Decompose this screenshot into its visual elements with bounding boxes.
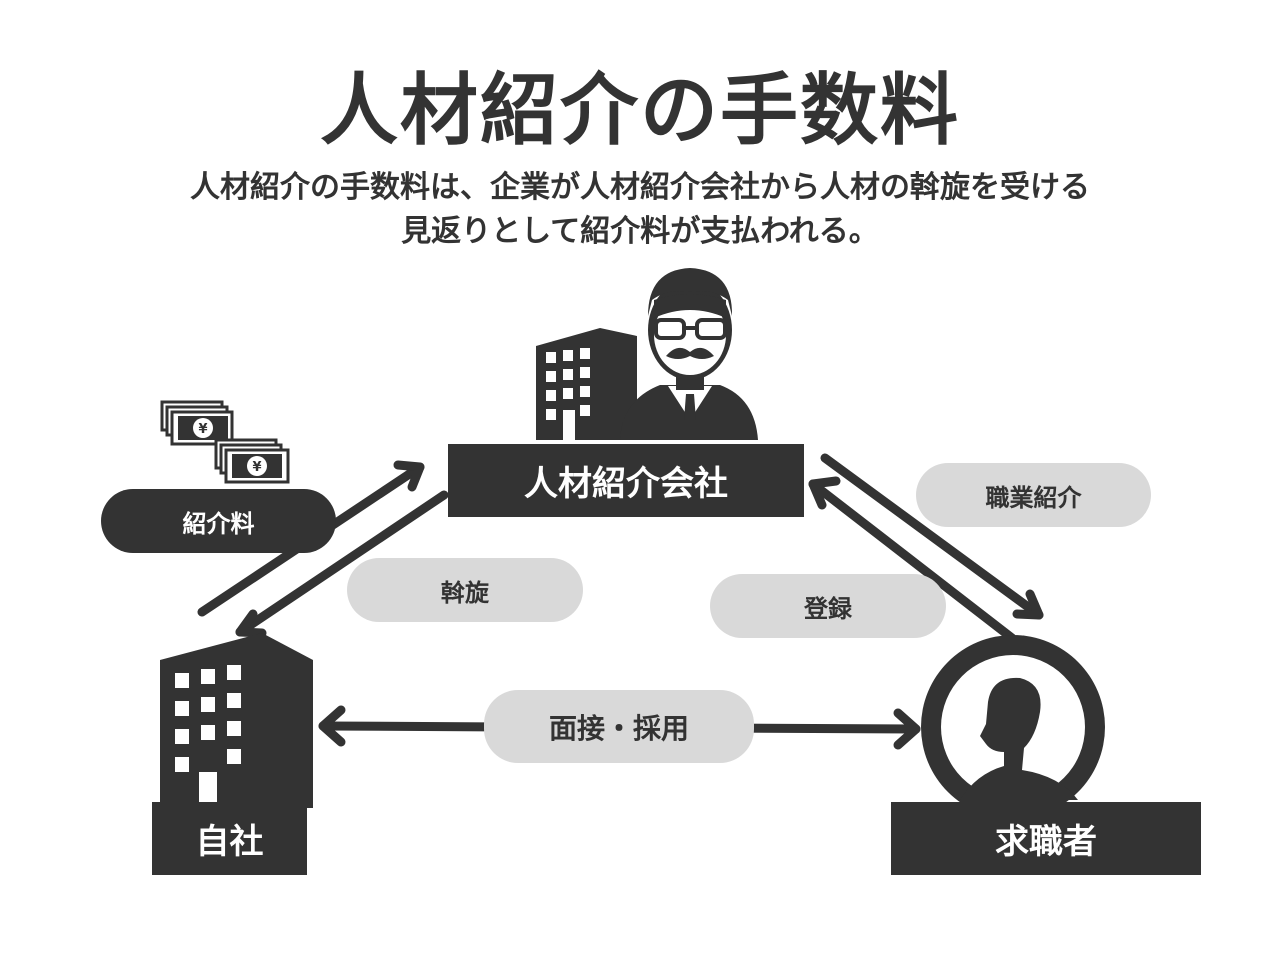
fee-label: 紹介料 xyxy=(101,489,336,553)
job-introduction-label: 職業紹介 xyxy=(916,463,1151,527)
subtitle-line-2: 見返りとして紹介料が支払われる。 xyxy=(401,214,879,249)
arrow-introduction-to-seeker xyxy=(820,453,1044,620)
company-building-icon xyxy=(160,633,313,808)
agency-node: 人材紹介会社 xyxy=(448,444,804,517)
mediation-label: 斡旋 xyxy=(347,558,583,622)
money-yen-symbol-1: ¥ xyxy=(198,422,207,437)
page-subtitle: 人材紹介の手数料は、企業が人材紹介会社から人材の斡旋を受ける 見返りとして紹介料… xyxy=(90,166,1190,254)
interview-hiring-label: 面接・採用 xyxy=(484,690,754,763)
subtitle-line-1: 人材紹介の手数料は、企業が人材紹介会社から人材の斡旋を受ける xyxy=(190,170,1090,205)
arrow-mediation-to-company xyxy=(235,490,449,638)
page-title: 人材紹介の手数料 xyxy=(319,66,960,156)
money-yen-symbol-2: ¥ xyxy=(252,460,261,475)
company-node: 自社 xyxy=(152,802,307,875)
recruiter-person-icon xyxy=(620,268,758,440)
job-seeker-node: 求職者 xyxy=(891,802,1201,875)
money-icon: ¥ ¥ xyxy=(160,400,290,484)
agency-building-icon xyxy=(536,328,637,440)
arrow-registration-to-agency xyxy=(808,476,1017,643)
job-seeker-icon xyxy=(921,635,1105,819)
registration-label: 登録 xyxy=(710,574,946,638)
